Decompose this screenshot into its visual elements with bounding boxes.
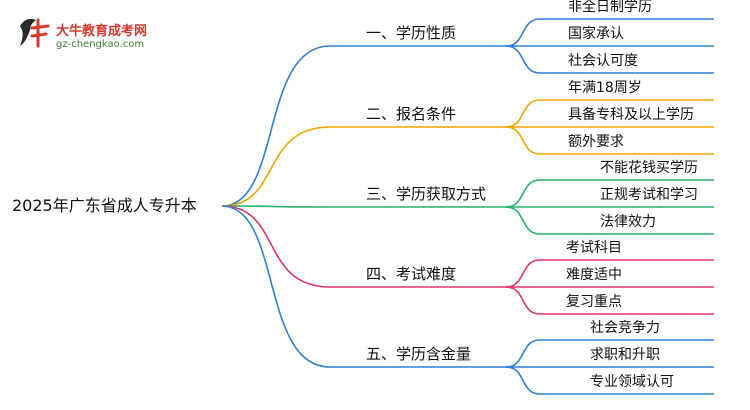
leaf-label: 难度适中 [566,267,622,283]
root-to-branch-edge [221,45,331,207]
mindmap-edges [221,18,714,395]
leaf-label: 专业领域认可 [590,374,674,390]
leaf-label: 非全日制学历 [568,0,652,15]
leaf-label: 社会竞争力 [590,320,660,336]
logo-brand: 大牛教育成考网 [56,24,148,39]
root-node: 2025年广东省成人专升本 [12,196,197,215]
branch-to-leaf-edge [505,259,541,288]
branch-to-leaf-edge [505,18,541,47]
branch-to-leaf-edge [505,45,541,74]
leaf-label: 国家承认 [568,26,624,42]
branch-to-leaf-edge [505,339,541,368]
branch-to-leaf-edge [505,286,541,315]
leaf-label: 复习重点 [566,294,622,310]
leaf-label: 法律效力 [600,214,656,230]
leaf-label: 额外要求 [568,134,624,150]
logo-mark-icon [20,18,50,48]
branch-label: 二、报名条件 [366,105,457,123]
leaf-label: 正规考试和学习 [600,187,698,203]
leaf-label: 具备专科及以上学历 [568,107,694,123]
root-to-branch-edge [221,126,331,207]
root-to-branch-edge [221,205,331,368]
leaf-label: 考试科目 [566,240,622,256]
branch-label: 一、学历性质 [366,24,457,42]
logo-site: gz-chengkao.com [56,39,145,50]
leaf-label: 年满18周岁 [568,80,642,96]
branch-label: 五、学历含金量 [366,345,472,363]
leaf-label: 社会认可度 [568,53,638,69]
branch-to-leaf-edge [505,179,541,208]
leaf-label: 不能花钱买学历 [600,160,698,176]
root-to-branch-edge [221,205,331,208]
branch-to-leaf-edge [505,126,541,155]
root-to-branch-edge [221,205,331,288]
branch-label: 四、考试难度 [366,265,457,283]
leaf-label: 求职和升职 [590,347,660,363]
branch-to-leaf-edge [505,99,541,128]
branch-to-leaf-edge [505,206,541,235]
logo: 大牛教育成考网 gz-chengkao.com [14,12,164,54]
branch-label: 三、学历获取方式 [366,185,487,203]
branch-to-leaf-edge [505,366,541,395]
